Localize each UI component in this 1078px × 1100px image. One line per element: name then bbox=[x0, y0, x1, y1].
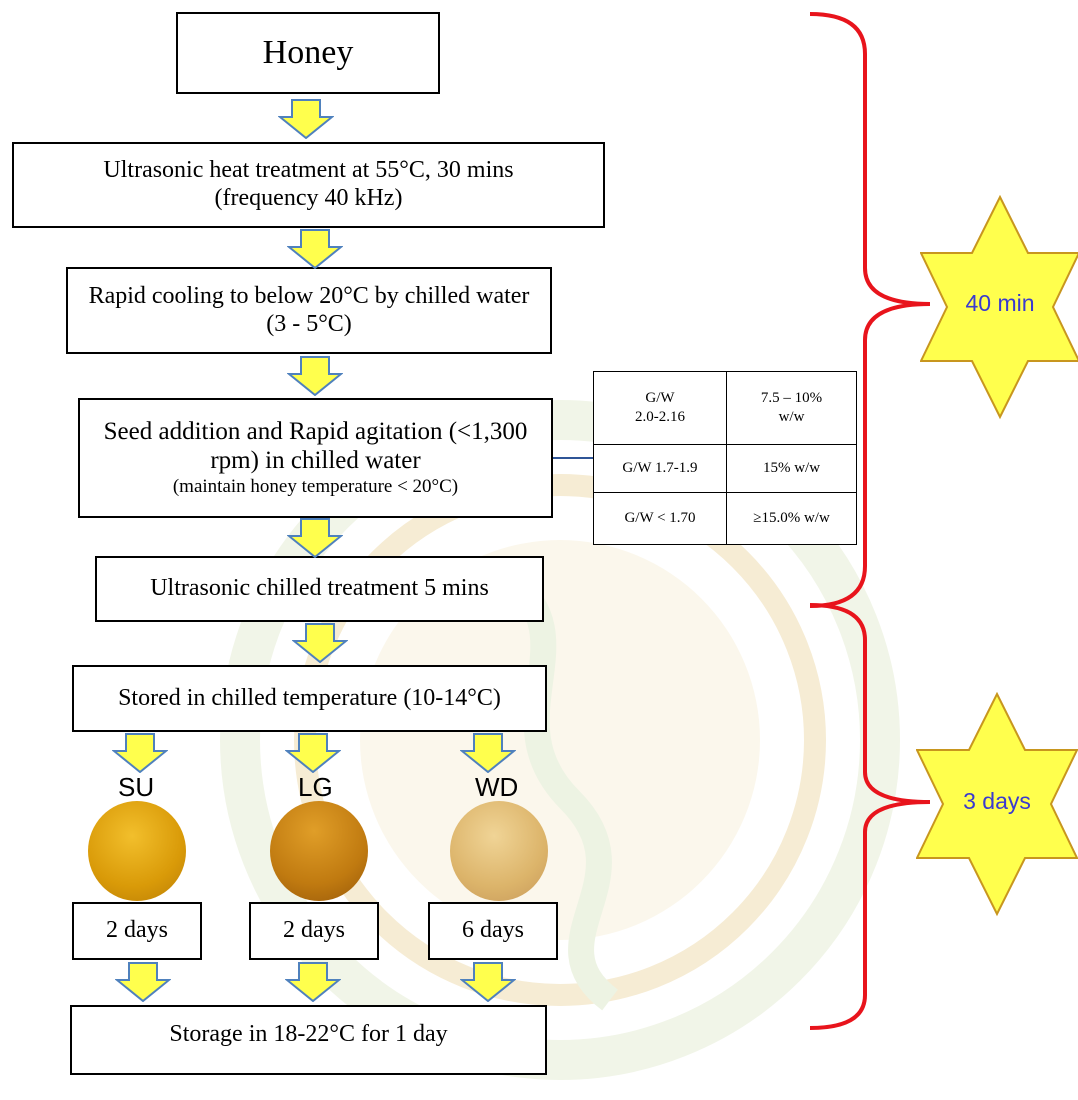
sample-duration-su: 2 days bbox=[72, 902, 202, 960]
step-seed-line1: Seed addition and Rapid agitation (<1,30… bbox=[103, 418, 528, 446]
step-rapid-cooling: Rapid cooling to below 20°C by chilled w… bbox=[66, 267, 552, 354]
down-arrow-icon bbox=[115, 962, 171, 1002]
step-ultrasonic-heat-sub: (frequency 40 kHz) bbox=[214, 185, 403, 211]
sample-duration-su-label: 2 days bbox=[106, 917, 168, 944]
down-arrow-icon bbox=[278, 99, 334, 139]
down-arrow-icon bbox=[112, 733, 168, 773]
step-seed-addition: Seed addition and Rapid agitation (<1,30… bbox=[78, 398, 553, 518]
table-cell-seed: 15% w/w bbox=[726, 444, 857, 493]
down-arrow-icon bbox=[460, 733, 516, 773]
brace-3-days bbox=[809, 603, 931, 1030]
step-rapid-cooling-label: Rapid cooling to below 20°C by chilled w… bbox=[88, 282, 530, 309]
sample-label-su: SU bbox=[118, 772, 155, 802]
sample-duration-wd-label: 6 days bbox=[462, 917, 524, 944]
step-seed-line2: rpm) in chilled water bbox=[210, 447, 421, 475]
star-40-min-icon bbox=[920, 195, 1078, 420]
step-storage-final-label: Storage in 18-22°C for 1 day bbox=[169, 1021, 448, 1047]
down-arrow-icon bbox=[287, 356, 343, 396]
down-arrow-icon bbox=[287, 518, 343, 558]
step-ultrasonic-chilled-label: Ultrasonic chilled treatment 5 mins bbox=[150, 575, 489, 602]
step-stored-chilled: Stored in chilled temperature (10-14°C) bbox=[72, 665, 547, 732]
duration-40-min: 40 min bbox=[965, 290, 1035, 316]
step-stored-chilled-label: Stored in chilled temperature (10-14°C) bbox=[118, 684, 501, 711]
step-rapid-cooling-sub: (3 - 5°C) bbox=[266, 310, 352, 337]
honey-sample-su-image bbox=[88, 801, 186, 901]
sample-label-lg: LG bbox=[298, 772, 333, 802]
table-cell-seed: ≥15.0% w/w bbox=[726, 492, 857, 545]
step-honey-label: Honey bbox=[262, 34, 354, 72]
down-arrow-icon bbox=[285, 962, 341, 1002]
duration-3-days: 3 days bbox=[963, 788, 1031, 814]
step-ultrasonic-heat-label: Ultrasonic heat treatment at 55°C, 30 mi… bbox=[103, 157, 514, 184]
table-cell-ratio: G/W 1.7-1.9 bbox=[593, 444, 727, 493]
sample-label-wd: WD bbox=[475, 772, 519, 802]
brace-40-min bbox=[809, 12, 931, 608]
table-cell-ratio: G/W < 1.70 bbox=[593, 492, 727, 545]
step-ultrasonic-chilled: Ultrasonic chilled treatment 5 mins bbox=[95, 556, 544, 622]
step-seed-sub: (maintain honey temperature < 20°C) bbox=[172, 475, 459, 497]
honey-sample-wd-image bbox=[450, 801, 548, 901]
table-row: G/W 1.7-1.9 15% w/w bbox=[593, 444, 857, 493]
table-row: G/W < 1.70 ≥15.0% w/w bbox=[593, 492, 857, 545]
sample-duration-lg-label: 2 days bbox=[283, 917, 345, 944]
step-ultrasonic-heat: Ultrasonic heat treatment at 55°C, 30 mi… bbox=[12, 142, 605, 228]
table-connector-line bbox=[553, 457, 595, 459]
down-arrow-icon bbox=[460, 962, 516, 1002]
sample-duration-wd: 6 days bbox=[428, 902, 558, 960]
step-storage-final: Storage in 18-22°C for 1 day bbox=[70, 1005, 547, 1075]
down-arrow-icon bbox=[287, 229, 343, 269]
down-arrow-icon bbox=[285, 733, 341, 773]
star-3-days-icon bbox=[916, 692, 1078, 917]
step-honey: Honey bbox=[176, 12, 440, 94]
honey-sample-lg-image bbox=[270, 801, 368, 901]
down-arrow-icon bbox=[292, 623, 348, 663]
table-cell-seed: 7.5 – 10%w/w bbox=[726, 371, 857, 445]
sample-duration-lg: 2 days bbox=[249, 902, 379, 960]
